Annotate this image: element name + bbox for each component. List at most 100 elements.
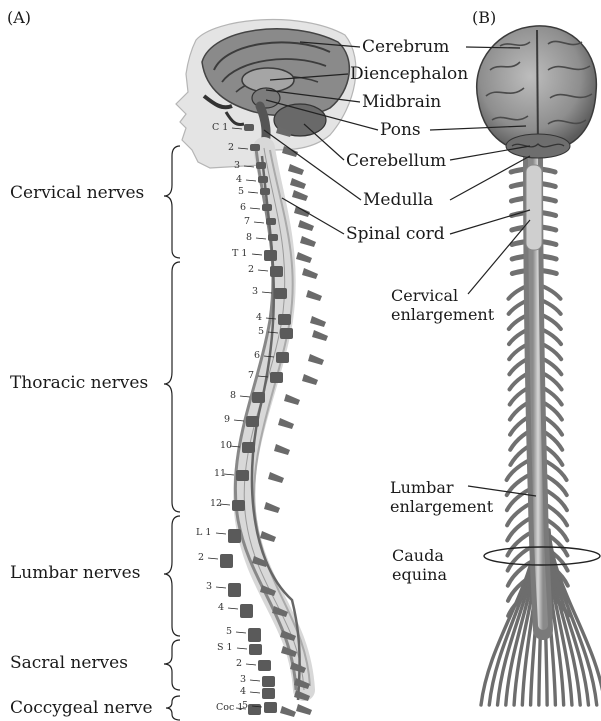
vertebral-body-thoracic-4 [278, 314, 291, 325]
vertebra-label-cervical-5: 5 [238, 187, 244, 197]
vertebra-leader-sacral-2 [246, 664, 256, 665]
vertebra-label-thoracic-11: 11 [214, 469, 226, 479]
vertebra-label-lumbar-4: 4 [218, 603, 224, 613]
part-label-midbrain: Midbrain [362, 94, 441, 111]
vertebra-label-thoracic-10: 10 [220, 441, 232, 451]
spinous-process-thoracic-4 [310, 316, 326, 327]
vertebral-body-sacral-2 [258, 660, 271, 671]
vertebra-leader-lumbar-2 [208, 558, 218, 559]
vertebra-label-cervical-2: 2 [228, 143, 234, 153]
vertebra-label-cervical-4: 4 [236, 175, 242, 185]
spinous-process-sacral-5 [296, 704, 312, 715]
vertebra-label-lumbar-5: 5 [226, 627, 232, 637]
part-label-pons: Pons [380, 122, 421, 139]
vertebra-leader-thoracic-3 [262, 292, 272, 293]
vertebra-label-cervical-3: 3 [234, 161, 240, 171]
vertebral-body-cervical-2 [250, 144, 260, 151]
vertebra-label-sacral-1: S 1 [217, 643, 233, 653]
part-label-spinal-cord: Spinal cord [346, 226, 445, 243]
vertebral-body-cervical-8 [268, 234, 278, 241]
vertebral-body-cervical-7 [266, 218, 276, 225]
brace-thoracic [164, 262, 180, 512]
vertebra-label-cervical-7: 7 [244, 217, 250, 227]
vertebral-body-cervical-6 [262, 204, 272, 211]
spinous-process-cervical-5 [292, 190, 308, 201]
part-label-medulla: Medulla [363, 192, 433, 209]
brace-cervical [164, 146, 180, 258]
brace-lumbar [164, 516, 180, 636]
spinous-process-thoracic-8 [284, 394, 300, 405]
spinous-process-thoracic-1 [296, 252, 312, 263]
leader-spinal-cord [282, 198, 344, 234]
vertebra-label-thoracic-3: 3 [252, 287, 258, 297]
vertebra-label-thoracic-7: 7 [248, 371, 254, 381]
vertebra-leader-cervical-6 [250, 208, 260, 209]
vertebral-body-sacral-5 [264, 702, 277, 713]
region-label-lumbar: Lumbar nerves [10, 565, 140, 582]
brace-coccygeal [166, 696, 180, 720]
vertebral-body-lumbar-1 [228, 529, 241, 543]
region-braces [164, 146, 180, 720]
vertebra-label-lumbar-2: 2 [198, 553, 204, 563]
vertebra-label-thoracic-6: 6 [254, 351, 260, 361]
vertebra-label-thoracic-12: 12 [210, 499, 222, 509]
vertebra-label-thoracic-9: 9 [224, 415, 230, 425]
vertebra-label-coccygeal-1: Coc 1 [216, 703, 243, 713]
part-label-diencephalon: Diencephalon [350, 66, 468, 83]
vertebral-body-sacral-3 [262, 676, 275, 687]
vertebral-body-thoracic-11 [236, 470, 249, 481]
vertebral-body-thoracic-5 [280, 328, 293, 339]
spinous-process-thoracic-10 [274, 444, 290, 455]
part-label-lumbar-enlargement: Lumbar enlargement [390, 478, 493, 516]
spinous-process-thoracic-2 [302, 268, 318, 279]
leader-medulla-b [450, 156, 530, 200]
vertebra-leader-lumbar-4 [228, 608, 238, 609]
vertebral-body-thoracic-2 [270, 266, 283, 277]
vertebra-label-cervical-6: 6 [240, 203, 246, 213]
vertebra-leader-cervical-4 [246, 180, 256, 181]
spinous-process-cervical-6 [294, 206, 310, 217]
vertebra-label-thoracic-8: 8 [230, 391, 236, 401]
vertebra-leader-cervical-3 [244, 166, 254, 167]
vertebra-leader-lumbar-3 [216, 587, 226, 588]
vertebral-body-lumbar-5 [248, 628, 261, 642]
vertebral-body-coccygeal-1 [248, 704, 261, 715]
region-label-sacral: Sacral nerves [10, 655, 128, 672]
vertebra-leader-thoracic-9 [234, 420, 244, 421]
vertebra-label-lumbar-3: 3 [206, 582, 212, 592]
panel-label-a: (A) [7, 10, 31, 26]
vertebra-label-cervical-8: 8 [246, 233, 252, 243]
vertebra-label-sacral-2: 2 [236, 659, 242, 669]
vertebra-leader-lumbar-1 [216, 533, 226, 534]
vertebral-body-cervical-1 [244, 124, 254, 131]
part-label-cerebrum: Cerebrum [362, 39, 449, 56]
vertebral-body-thoracic-10 [242, 442, 255, 453]
region-label-coccygeal: Coccygeal nerve [10, 700, 153, 717]
spinous-process-cervical-4 [290, 178, 306, 189]
vertebra-leader-thoracic-2 [258, 270, 268, 271]
spinous-process-coccygeal-1 [280, 706, 296, 717]
spinous-process-thoracic-3 [306, 290, 322, 301]
vertebra-leader-lumbar-5 [236, 632, 246, 633]
vertebral-body-cervical-3 [256, 162, 266, 169]
vertebra-leader-cervical-8 [256, 238, 266, 239]
brace-sacral [164, 640, 180, 690]
vertebra-label-thoracic-5: 5 [258, 327, 264, 337]
vertebral-body-cervical-5 [260, 188, 270, 195]
region-label-cervical: Cervical nerves [10, 185, 144, 202]
part-label-cervical-enlargement: Cervical enlargement [391, 286, 494, 324]
vertebra-label-cervical-1: C 1 [212, 123, 228, 133]
vertebra-leader-sacral-3 [250, 680, 260, 681]
vertebral-body-thoracic-7 [270, 372, 283, 383]
vertebral-body-thoracic-1 [264, 250, 277, 261]
spinous-process-cervical-3 [288, 164, 304, 175]
vertebral-body-cervical-4 [258, 176, 268, 183]
vertebra-label-lumbar-1: L 1 [196, 528, 211, 538]
vertebra-leader-sacral-1 [237, 648, 247, 649]
vertebra-label-thoracic-4: 4 [256, 313, 262, 323]
vertebra-leader-thoracic-1 [252, 254, 262, 255]
spinous-process-thoracic-9 [278, 418, 294, 429]
vertebral-body-sacral-4 [262, 688, 275, 699]
